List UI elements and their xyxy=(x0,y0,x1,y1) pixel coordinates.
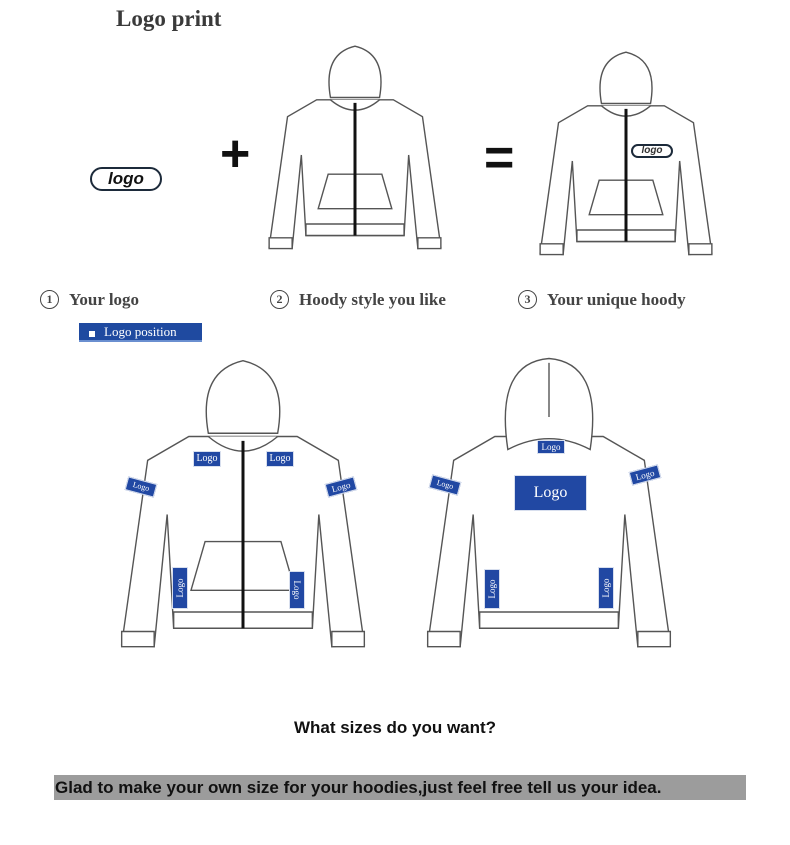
front-side-right-patch: Logo xyxy=(289,571,305,609)
page-title: Logo print xyxy=(116,6,221,32)
back-side-left-label: Logo xyxy=(487,580,497,599)
step-number: 2 xyxy=(270,290,289,309)
step-label: Your logo xyxy=(69,290,139,309)
back-hoodie-illustration xyxy=(414,352,684,677)
front-side-left-patch: Logo xyxy=(172,567,188,609)
step-label: Your unique hoody xyxy=(547,290,686,309)
logo-position-label: Logo position xyxy=(104,324,177,339)
back-side-right-patch: Logo xyxy=(598,567,614,609)
step-label: Hoody style you like xyxy=(299,290,446,309)
logo-position-banner: Logo position xyxy=(79,323,202,342)
back-side-right-label: Logo xyxy=(601,579,611,598)
back-center-patch: Logo xyxy=(514,475,587,511)
step-unique-hoody: 3 Your unique hoody xyxy=(518,290,686,310)
step-hoody-style: 2 Hoody style you like xyxy=(270,290,446,310)
hoodie-style-illustration xyxy=(260,40,450,270)
equals-sign: = xyxy=(484,132,514,184)
plus-sign: + xyxy=(220,128,250,180)
front-side-right-label: Logo xyxy=(292,581,302,600)
front-hoodie-illustration xyxy=(108,352,378,677)
sizes-question: What sizes do you want? xyxy=(0,718,790,738)
step-number: 1 xyxy=(40,290,59,309)
logo-example: logo xyxy=(90,167,162,191)
cuff-left xyxy=(269,238,292,249)
back-side-left-patch: Logo xyxy=(484,569,500,609)
front-side-left-label: Logo xyxy=(175,579,185,598)
cuff-right xyxy=(418,238,441,249)
front-chest-right-patch: Logo xyxy=(266,451,294,467)
custom-size-note: Glad to make your own size for your hood… xyxy=(54,775,746,800)
front-chest-left-patch: Logo xyxy=(193,451,221,467)
step-number: 3 xyxy=(518,290,537,309)
step-your-logo: 1 Your logo xyxy=(40,290,139,310)
square-icon xyxy=(89,331,95,337)
unique-hoody-logo: logo xyxy=(631,144,673,158)
unique-hoodie-illustration xyxy=(532,46,720,276)
hood xyxy=(329,46,381,97)
back-neck-patch: Logo xyxy=(537,440,565,454)
